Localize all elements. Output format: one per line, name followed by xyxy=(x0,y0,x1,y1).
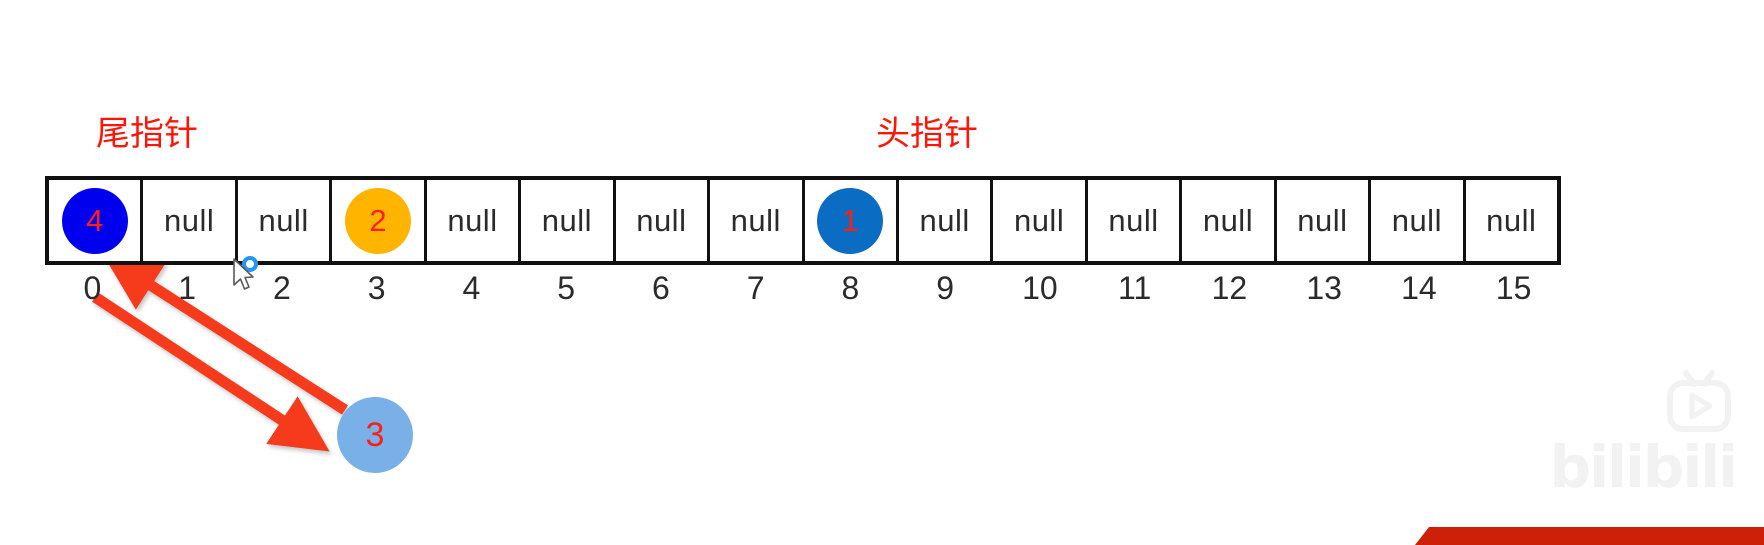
array-cell-2: null xyxy=(238,180,333,261)
array-cell-9: null xyxy=(899,180,994,261)
node-circle-4: 4 xyxy=(61,187,128,254)
array-index-label-14: 14 xyxy=(1401,270,1437,306)
array-cell-6: null xyxy=(616,180,711,261)
cell-null-text: null xyxy=(1108,202,1159,238)
array-index-label-12: 12 xyxy=(1211,270,1248,306)
cell-null-text: null xyxy=(1297,202,1348,238)
array-cell-8: 1 xyxy=(805,180,899,261)
node-circle-2: 2 xyxy=(345,187,412,254)
array-cell-10: null xyxy=(993,180,1088,261)
array-index-label-8: 8 xyxy=(841,270,860,306)
cell-null-text: null xyxy=(730,202,781,238)
array-cell-13: null xyxy=(1277,180,1372,261)
cell-null-text: null xyxy=(1013,202,1065,238)
array-index-label-13: 13 xyxy=(1306,270,1342,306)
array-index-label-11: 11 xyxy=(1118,270,1152,306)
cell-null-text: null xyxy=(636,202,687,238)
array-index-label-0: 0 xyxy=(83,270,102,306)
floating-node-3: 3 xyxy=(337,397,413,473)
array-cell-15: null xyxy=(1466,180,1557,261)
array-index-label-15: 15 xyxy=(1495,270,1532,306)
array-cell-0: 4 xyxy=(49,180,144,261)
array-cell-14: null xyxy=(1371,180,1466,261)
array-cell-3: 2 xyxy=(332,180,427,261)
array-cell-1: null xyxy=(143,180,238,261)
bilibili-watermark: bilibili xyxy=(1549,369,1738,501)
array-index-label-1: 1 xyxy=(178,270,197,306)
array-index-label-4: 4 xyxy=(462,270,481,306)
array-index-label-6: 6 xyxy=(651,270,670,306)
node-circle-1: 1 xyxy=(817,187,884,254)
tv-play-icon xyxy=(1667,369,1731,432)
cell-null-text: null xyxy=(1486,202,1537,238)
cell-null-text: null xyxy=(919,202,970,238)
array-cell-4: null xyxy=(427,180,522,261)
mouse-cursor-icon xyxy=(233,258,254,290)
bottom-red-bar xyxy=(1415,527,1764,545)
tail-pointer-label: 尾指针 xyxy=(96,114,198,154)
array-cell-7: null xyxy=(710,180,805,261)
array-cell-11: null xyxy=(1088,180,1183,261)
cell-null-text: null xyxy=(1391,202,1442,238)
link-arrow-cell0-to-node3 xyxy=(91,292,330,452)
head-pointer-label: 头指针 xyxy=(876,114,978,154)
array-index-label-7: 7 xyxy=(746,270,765,306)
cell-null-text: null xyxy=(1202,202,1254,238)
array-cell-5: null xyxy=(521,180,616,261)
array-index-label-3: 3 xyxy=(367,270,386,306)
bilibili-wordmark: bilibili xyxy=(1549,432,1738,501)
cell-null-text: null xyxy=(258,202,309,238)
cell-null-text: null xyxy=(164,202,215,238)
cell-null-text: null xyxy=(541,202,593,238)
array-index-label-10: 10 xyxy=(1022,270,1058,306)
array-cell-12: null xyxy=(1182,180,1277,261)
array-index-label-5: 5 xyxy=(557,270,576,306)
array-index-label-9: 9 xyxy=(936,270,955,306)
array-table: 4 null null 2 null null null null 1 null null null n… xyxy=(45,176,1561,265)
cell-null-text: null xyxy=(447,202,498,238)
